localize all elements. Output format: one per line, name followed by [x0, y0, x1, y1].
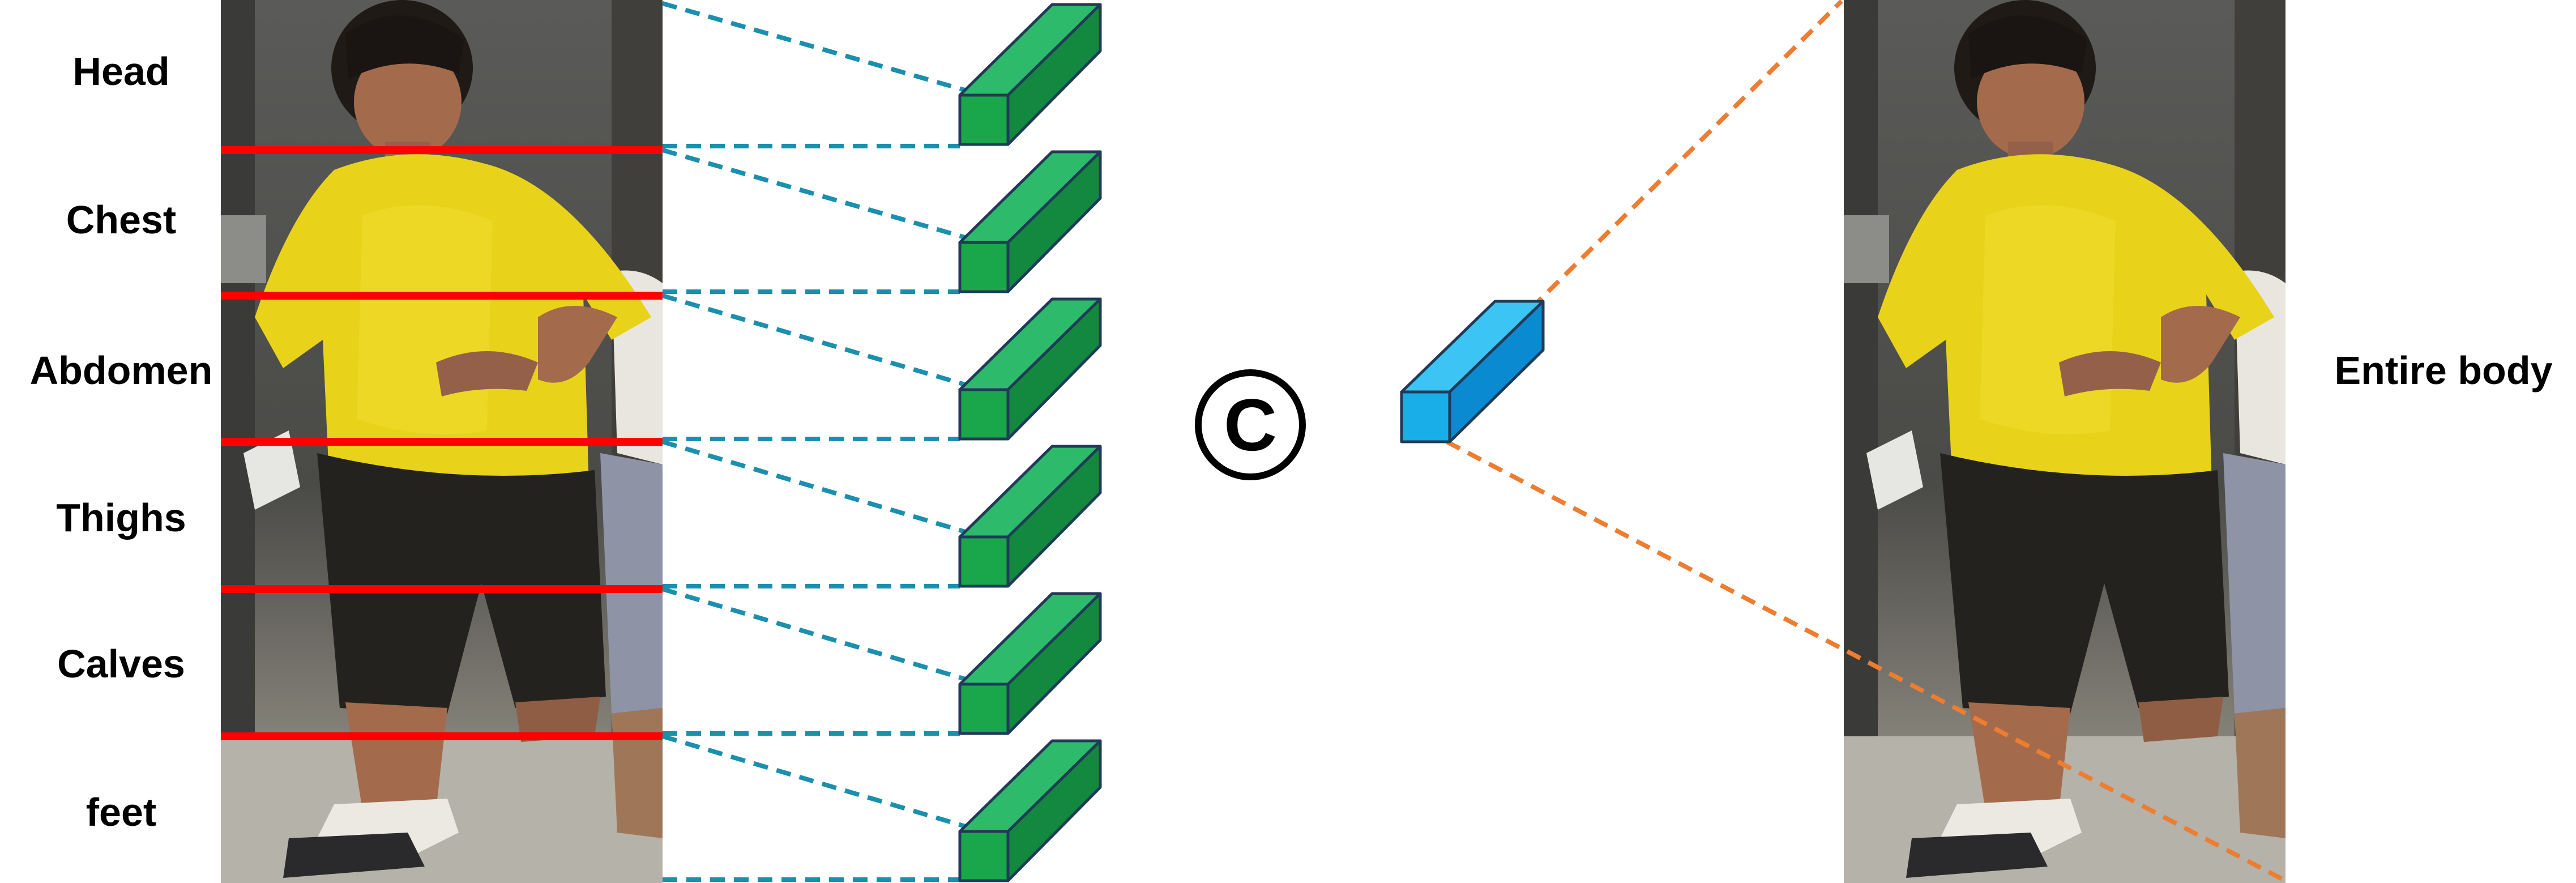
concatenation-symbol-icon: C — [1195, 369, 1306, 480]
part-labels: Head Chest Abdomen Thighs Calves feet — [30, 49, 213, 834]
connector-line — [1445, 0, 1843, 394]
label-feet: feet — [86, 790, 156, 834]
connector-line — [1446, 440, 2287, 883]
part-feature-icon — [958, 592, 1102, 735]
label-abdomen: Abdomen — [30, 348, 213, 393]
connector-line — [661, 148, 984, 245]
part-features — [958, 3, 1102, 882]
connector-line — [661, 587, 984, 686]
label-head: Head — [72, 49, 169, 93]
part-feature-icon — [958, 297, 1102, 441]
whole-feature-icon — [1400, 300, 1545, 443]
stripe-separators — [221, 146, 663, 740]
concat-letter: C — [1224, 383, 1277, 466]
part-feature-icon — [958, 445, 1102, 588]
label-thighs: Thighs — [56, 496, 186, 540]
person-image-whole — [1844, 0, 2285, 883]
part-feature-icon — [958, 3, 1102, 146]
connector-line — [661, 293, 984, 392]
part-feature-icon — [958, 150, 1102, 293]
part-connectors — [661, 1, 984, 882]
label-calves: Calves — [57, 642, 185, 686]
label-entire-body: Entire body — [2334, 348, 2552, 393]
connector-line — [661, 440, 984, 539]
part-feature-icon — [958, 739, 1102, 882]
whole-connectors — [1445, 0, 2287, 883]
connector-line — [661, 1, 984, 97]
label-chest: Chest — [66, 198, 176, 242]
connector-line — [661, 734, 984, 834]
